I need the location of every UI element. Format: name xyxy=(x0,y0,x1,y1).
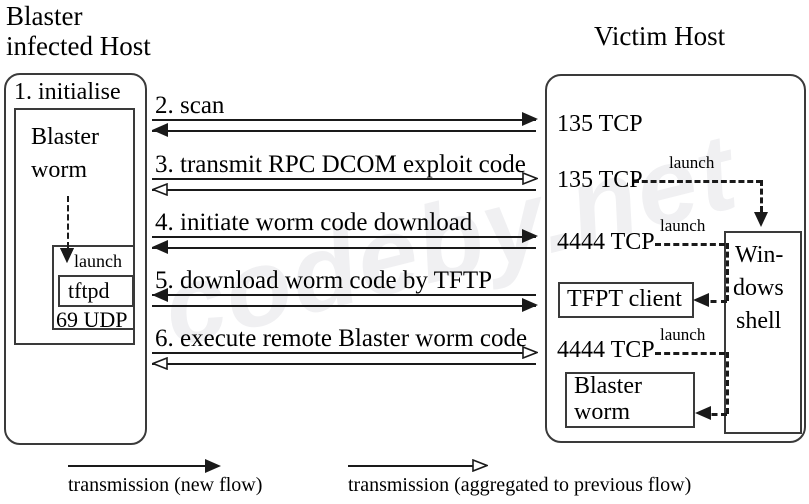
victim-host-box xyxy=(545,74,806,443)
attacker-worm-label-line2: worm xyxy=(31,157,87,183)
legend-new-flow-line xyxy=(68,465,213,467)
attacker-launch-label: launch xyxy=(74,251,122,271)
attacker-host-box xyxy=(4,73,147,445)
victim-host-title: Victim Host xyxy=(594,21,726,51)
attacker-launch-dashed-line-overlay xyxy=(67,196,69,248)
victim-launch-dashed-h-2b xyxy=(700,300,727,303)
flow-2-top-arrowhead-right-icon xyxy=(522,112,538,126)
flow-5-top-line xyxy=(152,294,536,296)
flow-4-top-arrowhead-right-icon xyxy=(522,229,538,243)
flow-2-bottom-arrowhead-left-icon xyxy=(152,123,168,137)
flow-3-bottom-line xyxy=(152,189,536,191)
flow-5-bottom-arrowhead-right-icon xyxy=(522,298,538,312)
victim-launch-dashed-v-1 xyxy=(760,180,763,212)
attacker-worm-label-line1: Blaster xyxy=(31,124,99,150)
flow-5-label: 5. download worm code by TFTP xyxy=(155,267,493,294)
flow-5-bottom-line xyxy=(152,305,536,307)
attacker-port-udp-label: 69 UDP xyxy=(56,307,128,332)
flow-5-top-arrowhead-left-icon xyxy=(152,288,168,302)
attacker-tftpd-label: tftpd xyxy=(68,278,110,303)
legend-new-flow-arrowhead-icon xyxy=(205,459,221,473)
flow-3-label: 3. transmit RPC DCOM exploit code xyxy=(155,151,526,178)
victim-windows-shell-box xyxy=(724,231,802,434)
legend-new-flow-label: transmission (new flow) xyxy=(68,474,263,496)
victim-launch-arrowhead-1-icon xyxy=(754,212,768,227)
legend-aggregated-flow-arrowhead-icon xyxy=(472,459,488,472)
victim-port-135-a-label: 135 TCP xyxy=(557,111,643,137)
flow-3-top-arrowhead-right-hollow-icon xyxy=(522,172,538,185)
flow-3-top-line xyxy=(152,178,536,180)
victim-shell-label-line1: Win- xyxy=(735,242,784,268)
flow-4-top-line xyxy=(152,236,536,238)
attacker-host-title-line1: Blaster xyxy=(6,1,83,31)
flow-3-bottom-arrowhead-left-hollow-icon xyxy=(152,183,168,196)
flow-6-label: 6. execute remote Blaster worm code xyxy=(155,325,528,352)
victim-launch-label-3: launch xyxy=(660,325,706,344)
flow-6-top-arrowhead-right-hollow-icon xyxy=(522,346,538,359)
victim-shell-to-worm-arrowhead-icon xyxy=(695,406,711,420)
victim-worm-label-line2: worm xyxy=(574,399,630,425)
victim-shell-label-line2: dows xyxy=(733,275,784,301)
attacker-worm-container-box xyxy=(14,108,135,345)
victim-shell-label-line3: shell xyxy=(736,308,782,334)
flow-4-bottom-arrowhead-left-icon xyxy=(152,240,168,254)
flow-6-top-line xyxy=(152,352,536,354)
victim-launch-dashed-h-3 xyxy=(655,352,725,355)
attacker-tftpd-box xyxy=(58,275,134,307)
legend-aggregated-flow-label: transmission (aggregated to previous flo… xyxy=(348,474,692,496)
victim-launch-dashed-v-3 xyxy=(726,352,729,414)
victim-launch-label-2: launch xyxy=(660,216,706,235)
victim-launch-dashed-v-2 xyxy=(726,243,729,301)
victim-tftp-client-label: TFPT client xyxy=(567,286,682,312)
victim-port-135-b-label: 135 TCP xyxy=(557,167,643,193)
victim-launch-dashed-h-1 xyxy=(633,180,762,183)
attacker-host-title-line2: infected Host xyxy=(6,31,151,61)
victim-blaster-worm-box xyxy=(565,372,695,428)
flow-2-top-line xyxy=(152,119,536,121)
victim-launch-dashed-h-2 xyxy=(655,243,725,246)
flow-4-label: 4. initiate worm code download xyxy=(155,209,473,236)
flow-2-bottom-line xyxy=(152,130,536,132)
flow-6-bottom-line xyxy=(152,363,536,365)
victim-launch-label-1: launch xyxy=(669,153,715,172)
attacker-launch-arrowhead-overlay-icon xyxy=(60,248,74,263)
legend-aggregated-flow-line xyxy=(348,465,480,467)
flow-6-bottom-arrowhead-left-hollow-icon xyxy=(152,357,168,370)
victim-shell-to-tftp-arrowhead-icon xyxy=(693,293,709,307)
victim-port-4444-b-label: 4444 TCP xyxy=(557,337,655,363)
victim-worm-label-line1: Blaster xyxy=(574,373,642,399)
flow-2-label: 2. scan xyxy=(155,92,225,119)
flow-4-bottom-line xyxy=(152,247,536,249)
victim-launch-dashed-h-3b xyxy=(702,413,727,416)
victim-port-4444-a-label: 4444 TCP xyxy=(557,229,655,255)
attacker-step1-label: 1. initialise xyxy=(14,79,121,105)
